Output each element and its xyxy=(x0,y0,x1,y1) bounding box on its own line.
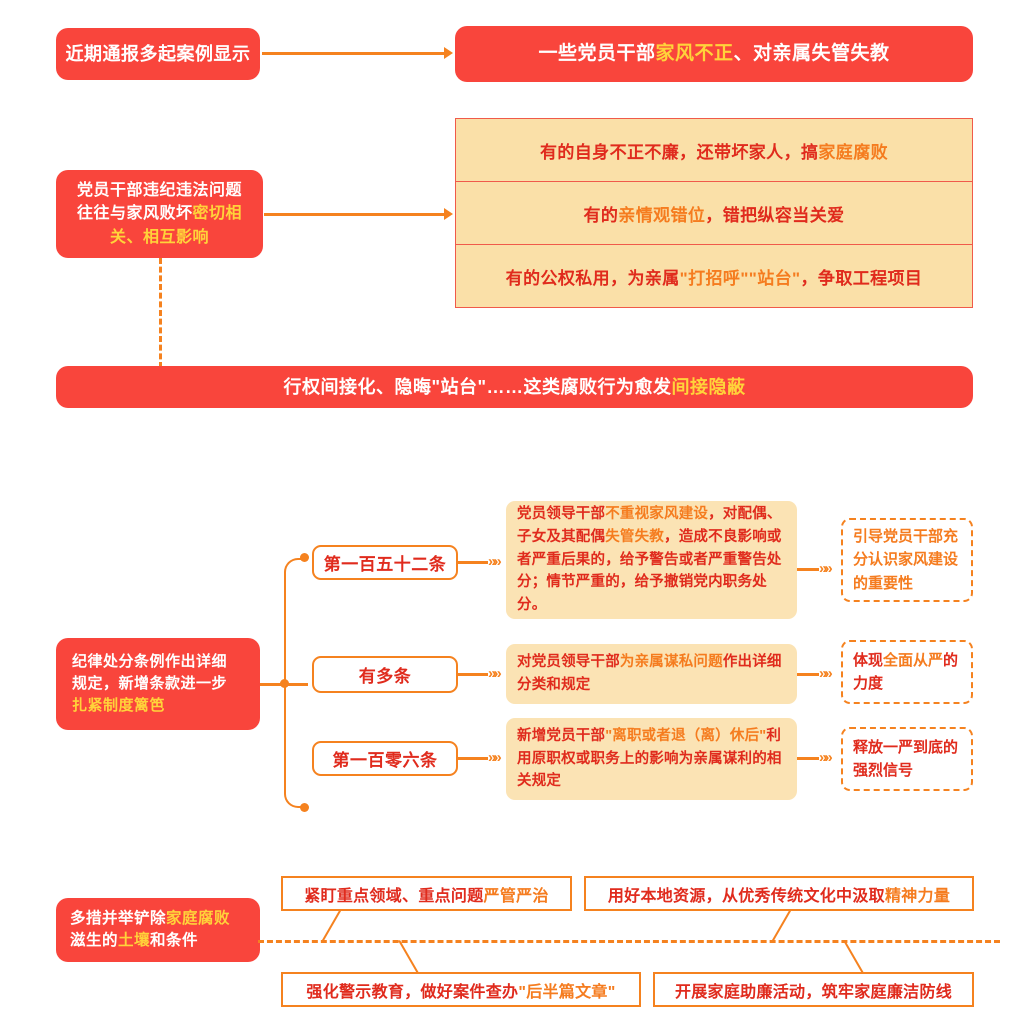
connector-detail-to-outcome xyxy=(797,568,819,571)
detail-1-p2: ，对配偶、子女及其配偶 xyxy=(517,505,782,545)
chevron-arrow-icon: »» xyxy=(488,553,502,570)
measure-bottom-2-prefix: 开展家庭助廉活动，筑牢家庭廉洁防线 xyxy=(674,983,953,1001)
example-3-suffix: ，争取工程项目 xyxy=(800,268,923,288)
cause-line-2-prefix: 往往与家风败坏 xyxy=(76,205,193,223)
outcome-box: 体现全面从严的力度 xyxy=(841,640,973,704)
article-pill-label: 第一百零六条 xyxy=(332,751,438,770)
detail-2-p1: 对党员领导干部 xyxy=(517,654,620,671)
regulation-root-line-2: 规定，新增条款进一步 xyxy=(72,675,228,693)
connector-cause-to-conclusion xyxy=(159,258,162,368)
example-1-highlight: 家庭腐败 xyxy=(818,142,888,162)
measure-box-top-2: 用好本地资源，从优秀传统文化中汲取精神力量 xyxy=(584,876,974,911)
chevron-arrow-icon: »» xyxy=(488,749,502,766)
source-box-label: 近期通报多起案例显示 xyxy=(65,43,251,64)
measure-top-1-highlight: 严管严治 xyxy=(483,887,549,905)
detail-1-p1: 党员领导干部 xyxy=(517,505,606,522)
connector-pill-to-detail xyxy=(458,673,488,676)
examples-table: 有的自身不正不廉，还带坏家人，搞家庭腐败 有的亲情观错位，错把纵容当关爱 有的公… xyxy=(455,118,973,308)
article-pill-label: 第一百五十二条 xyxy=(323,555,447,574)
cause-line-1: 党员干部违纪违法问题 xyxy=(76,182,242,200)
article-pill-label: 有多条 xyxy=(358,667,412,686)
headline-prefix: 一些党员干部 xyxy=(538,43,656,65)
measure-bottom-1-prefix: 强化警示教育，做好案件查办 xyxy=(306,983,519,1001)
example-1-prefix: 有的自身不正不廉，还带坏家人，搞 xyxy=(539,142,819,162)
measure-top-2-highlight: 精神力量 xyxy=(884,887,951,905)
detail-box: 新增党员干部"离职或者退（离）休后"利用原职权或职务上的影响为亲属谋利的相关规定 xyxy=(506,718,797,800)
detail-2-h1: 为亲属谋私问题 xyxy=(619,654,723,671)
measures-root-line-1-highlight: 家庭腐败 xyxy=(166,909,231,927)
arrowhead-source-to-headline xyxy=(444,47,453,59)
detail-3-p1: 新增党员干部 xyxy=(517,727,606,744)
detail-box: 对党员领导干部为亲属谋私问题作出详细分类和规定 xyxy=(506,644,797,704)
chevron-arrow-icon: »» xyxy=(819,560,833,577)
example-2-highlight: 亲情观错位 xyxy=(618,205,706,225)
bracket-mid-link xyxy=(284,683,308,686)
measures-root-line-2-suffix: 和条件 xyxy=(150,932,199,949)
measure-box-bottom-1: 强化警示教育，做好案件查办"后半篇文章" xyxy=(281,972,641,1007)
connector-cause-to-examples xyxy=(264,213,448,216)
outcome-2-h1: 全面从严 xyxy=(883,651,944,669)
connector-detail-to-outcome xyxy=(797,757,819,760)
chevron-arrow-icon: »» xyxy=(819,665,833,682)
bracket-stem xyxy=(260,683,284,686)
regulation-root-box: 纪律处分条例作出详细 规定，新增条款进一步 扎紧制度篱笆 xyxy=(56,638,260,730)
branch-dot xyxy=(300,553,309,562)
headline-highlight: 家风不正 xyxy=(655,43,734,65)
regulation-root-line-1: 纪律处分条例作出详细 xyxy=(72,653,228,671)
example-2-suffix: ，错把纵容当关爱 xyxy=(705,205,845,225)
measures-root-line-2-prefix: 滋生的 xyxy=(70,932,119,949)
detail-3-h1: "离职或者退（离）休后" xyxy=(605,727,767,744)
measure-top-1-prefix: 紧盯重点领域、重点问题 xyxy=(304,887,484,905)
example-3-highlight: "打招呼""站台" xyxy=(679,268,801,288)
connector-pill-to-detail xyxy=(458,757,488,760)
chevron-arrow-icon: »» xyxy=(819,749,833,766)
measures-root-line-2-highlight: 土壤 xyxy=(118,932,151,949)
conclusion-highlight: 间接隐蔽 xyxy=(671,376,746,397)
measures-root-line-1-prefix: 多措并举铲除 xyxy=(70,909,167,927)
cause-line-2-highlight: 密切相 xyxy=(192,205,243,223)
measure-bottom-1-highlight: "后半篇文章" xyxy=(518,983,616,1001)
outcome-3-p1: 释放一严到底的强烈信号 xyxy=(853,738,959,779)
measure-box-top-1: 紧盯重点领域、重点问题严管严治 xyxy=(281,876,572,911)
connector-source-to-headline xyxy=(262,52,448,55)
conclusion-prefix: 行权间接化、隐晦"站台"……这类腐败行为愈发 xyxy=(283,376,672,397)
chevron-arrow-icon: »» xyxy=(488,665,502,682)
arrowhead-cause-to-examples xyxy=(444,208,453,220)
regulation-root-line-3-highlight: 扎紧制度篱笆 xyxy=(72,696,166,714)
cause-line-3-highlight: 关、相互影响 xyxy=(109,228,209,246)
headline-box: 一些党员干部家风不正、对亲属失管失教 xyxy=(455,26,973,82)
source-box: 近期通报多起案例显示 xyxy=(56,28,260,80)
example-3-prefix: 有的公权私用，为亲属 xyxy=(505,268,680,288)
outcome-1-h1: 引导党员干部充分认识家风建设的重要性 xyxy=(853,528,959,592)
outcome-2-p1: 体现 xyxy=(853,651,884,669)
measure-box-bottom-2: 开展家庭助廉活动，筑牢家庭廉洁防线 xyxy=(653,972,974,1007)
detail-1-p3: ，造成不良影响或者严重后果的，给予警告或者严重警告处分；情节严重的，给予撤销党内… xyxy=(517,528,782,614)
article-pill[interactable]: 第一百零六条 xyxy=(312,741,458,776)
detail-box: 党员领导干部不重视家风建设，对配偶、子女及其配偶失管失教，造成不良影响或者严重后… xyxy=(506,501,797,619)
measure-top-2-prefix: 用好本地资源，从优秀传统文化中汲取 xyxy=(607,887,885,905)
article-pill[interactable]: 有多条 xyxy=(312,656,458,693)
headline-suffix: 、对亲属失管失教 xyxy=(733,43,890,65)
outcome-2-p2: 的力度 xyxy=(853,651,959,692)
detail-1-h1: 不重视家风建设 xyxy=(605,505,709,522)
detail-1-h2: 失管失教 xyxy=(605,528,665,545)
connector-detail-to-outcome xyxy=(797,673,819,676)
outcome-box: 释放一严到底的强烈信号 xyxy=(841,727,973,791)
conclusion-box: 行权间接化、隐晦"站台"……这类腐败行为愈发间接隐蔽 xyxy=(56,366,973,408)
fishbone-spine xyxy=(258,940,1000,943)
example-row: 有的自身不正不廉，还带坏家人，搞家庭腐败 xyxy=(456,119,972,181)
outcome-box: 引导党员干部充分认识家风建设的重要性 xyxy=(841,518,973,602)
connector-pill-to-detail xyxy=(458,561,488,564)
example-row: 有的亲情观错位，错把纵容当关爱 xyxy=(456,181,972,244)
cause-box: 党员干部违纪违法问题 往往与家风败坏密切相 关、相互影响 xyxy=(56,170,263,258)
detail-3-p2: 利用原职权或职务上的影响为亲属谋利的相关规定 xyxy=(517,727,782,790)
example-2-prefix: 有的 xyxy=(583,205,619,225)
branch-dot xyxy=(300,803,309,812)
detail-2-p2: 作出详细分类和规定 xyxy=(517,654,782,693)
article-pill[interactable]: 第一百五十二条 xyxy=(312,545,458,580)
example-row: 有的公权私用，为亲属"打招呼""站台"，争取工程项目 xyxy=(456,244,972,307)
measures-root-box: 多措并举铲除家庭腐败 滋生的土壤和条件 xyxy=(56,898,260,962)
